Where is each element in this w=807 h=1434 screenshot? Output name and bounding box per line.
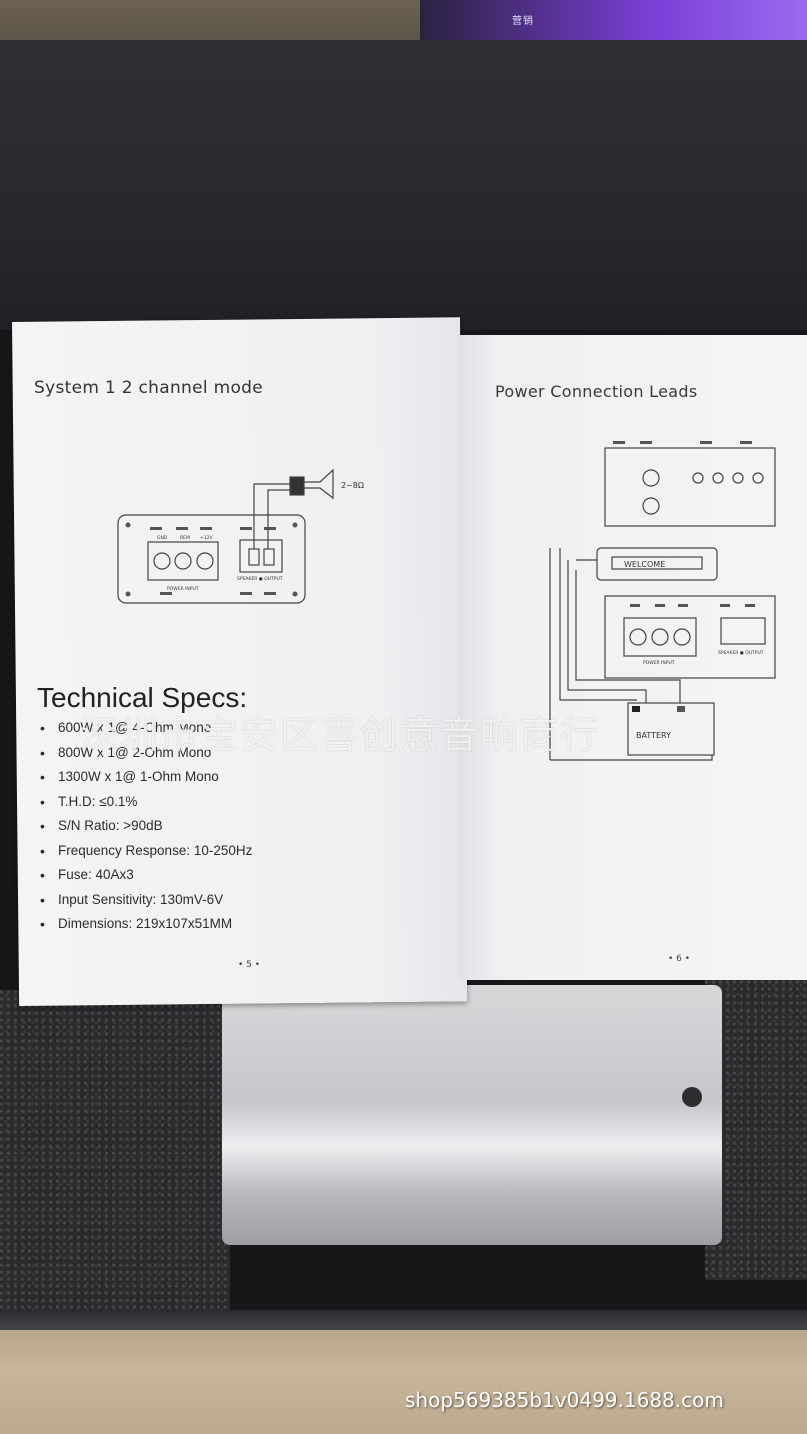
foam-insert-right [705, 980, 807, 1280]
foam-insert-left [0, 990, 230, 1320]
spec-item: S/N Ratio: >90dB [40, 818, 370, 843]
monitor-text: 营销 [512, 16, 534, 27]
spec-item: Fuse: 40Ax3 [40, 867, 370, 892]
seller-watermark: 深圳市宝安区喜创意音响商行 [80, 713, 601, 757]
spec-item: Input Sensitivity: 130mV-6V [40, 892, 370, 917]
left-page-title: System 1 2 channel mode [34, 378, 264, 398]
manual-page-right [458, 335, 807, 980]
right-page-title: Power Connection Leads [495, 382, 698, 401]
amplifier-mount-hole [682, 1087, 702, 1107]
technical-specs-heading: Technical Specs: [37, 682, 248, 713]
spec-item: 1300W x 1@ 1-Ohm Mono [40, 769, 370, 794]
spec-item: T.H.D: ≤0.1% [40, 794, 370, 819]
wooden-table [0, 1330, 807, 1434]
box-lid [0, 40, 807, 340]
spec-item: 600W x 1@ 4-Ohm Mono [40, 720, 370, 745]
monitor-screen: 营销 [420, 0, 807, 42]
page-number-left: • 5 • [238, 960, 261, 970]
shop-url-watermark: shop569385b1v0499.1688.com [405, 1388, 724, 1412]
spec-item: Frequency Response: 10-250Hz [40, 843, 370, 868]
technical-specs-list: 600W x 1@ 4-Ohm Mono 800W x 1@ 2-Ohm Mon… [40, 720, 370, 941]
amplifier-in-bag [222, 985, 722, 1245]
page-number-right: • 6 • [668, 954, 691, 964]
spec-item: Dimensions: 219x107x51MM [40, 916, 370, 941]
spec-item: 800W x 1@ 2-Ohm Mono [40, 745, 370, 770]
